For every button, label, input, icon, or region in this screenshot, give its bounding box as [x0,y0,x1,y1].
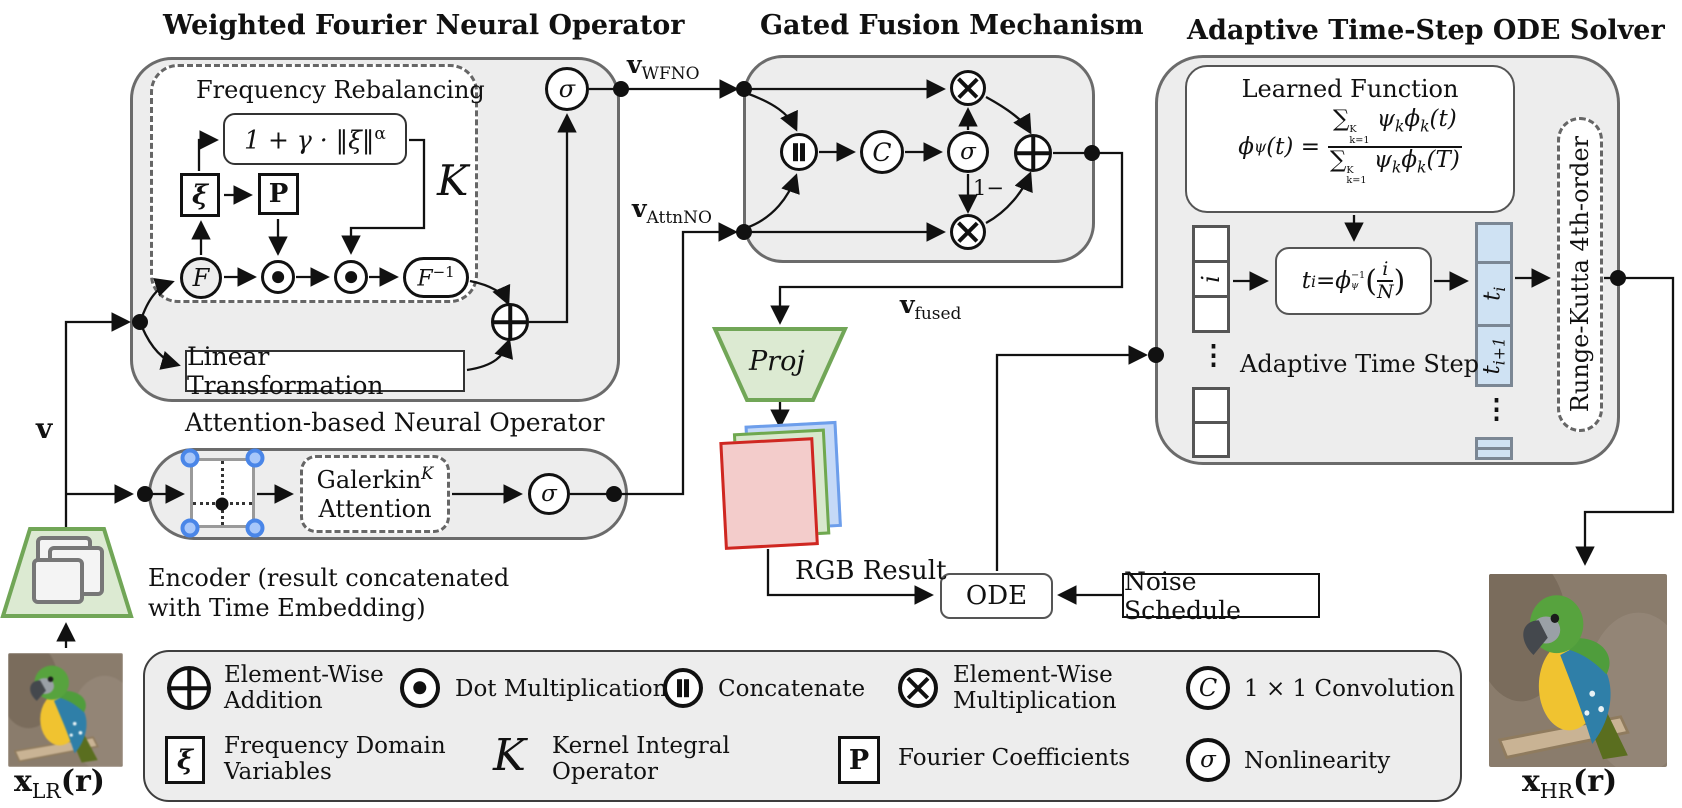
dot-multiplication-icon [334,260,368,294]
red-plane [719,437,819,550]
nonlinearity-icon: σ [528,473,570,515]
elementwise-addition-icon [1014,134,1052,172]
corner-dot-icon [245,448,265,468]
legend-label: Concatenate [718,676,866,702]
one-minus-label: 1− [973,176,1004,200]
concatenate-icon [780,133,818,171]
time-cell-stack-bottom [1475,437,1513,460]
legend-label: Nonlinearity [1244,748,1391,774]
runge-kutta-label: Runge-Kutta 4th-order [1566,136,1594,413]
sampling-grid [180,448,265,538]
galerkin-line2: Attention [318,495,432,523]
ode-solver-title: Adaptive Time-Step ODE Solver [1187,15,1665,46]
elementwise-multiplication-icon [950,214,986,250]
convolution-icon: C [1186,666,1230,710]
fourier-transform-icon: F [180,257,222,299]
elementwise-addition-icon [167,666,211,710]
elementwise-addition-icon [491,303,529,341]
xlr-image [8,653,123,767]
runge-kutta-box: Runge-Kutta 4th-order [1557,117,1603,432]
elementwise-multiplication-icon [950,70,986,106]
xlr-label: xLR(r) [14,764,105,803]
fusion-title: Gated Fusion Mechanism [760,10,1144,41]
nonlinearity-icon: σ [1186,738,1230,782]
galerkin-attention-box: GalerkinK Attention [300,455,450,533]
v-attnno-label: vAttnNO [632,194,712,228]
legend-label: Fourier Coefficients [898,745,1131,771]
corner-dot-icon [180,448,200,468]
elementwise-multiplication-icon [898,668,938,708]
noise-schedule-box: Noise Schedule [1122,567,1320,625]
attention-operator-title: Attention-based Neural Operator [185,408,605,437]
rgb-result-label: RGB Result [795,556,947,586]
nonlinearity-icon: σ [947,131,989,173]
concatenate-icon [663,668,703,708]
v-wfno-label: vWFNO [627,50,700,84]
ode-box: ODE [940,573,1053,619]
dot-multiplication-icon [400,668,440,708]
xhr-label: xHR(r) [1522,764,1618,803]
corner-dot-icon [180,518,200,538]
proj-trapezoid [711,327,849,402]
ti1-cell-label: ti+1 [1479,336,1509,375]
galerkin-line1: GalerkinK [316,464,434,495]
index-i-cell: i [1197,275,1225,283]
vertical-dots: ⋮ [1200,340,1227,371]
ti-cell-label: ti [1479,286,1509,302]
fourier-coefficients-box: P [258,173,299,215]
v-fused-label: vfused [900,290,962,324]
legend-label: 1 × 1 Convolution [1244,676,1455,702]
frequency-variables-icon: ξ [165,736,205,784]
conv-1x1-icon: C [860,130,904,174]
xhr-image [1489,574,1667,767]
index-cell-stack-bottom [1192,387,1230,458]
learned-function-title: Learned Function [1241,75,1459,103]
linear-transformation-box: Linear Transformation [185,342,465,400]
inverse-fourier-label: F−1 [417,263,455,292]
adaptive-time-step-label: Adaptive Time Step [1240,350,1480,378]
kernel-operator-icon: K [493,730,526,781]
proj-label: Proj [749,346,805,377]
time-cell-stack: ti ti+1 [1475,222,1513,387]
weight-formula-box: 1 + γ · ‖ξ‖α [223,113,407,165]
legend-box [143,650,1462,802]
weight-formula: 1 + γ · ‖ξ‖α [244,123,386,155]
kernel-operator-symbol: K [437,156,469,205]
grid-center-dot [215,497,229,511]
legend-label: Dot Multiplication [455,676,668,702]
frequency-rebalancing-title: Frequency Rebalancing [196,76,485,104]
encoder-trapezoid [0,527,134,618]
dot-multiplication-icon [261,260,295,294]
corner-dot-icon [245,518,265,538]
rgb-planes [709,420,851,563]
index-cell-stack: i [1192,225,1230,333]
xi-box: ξ [180,173,220,217]
grid-dotted-vertical [221,461,224,525]
nonlinearity-icon: σ [545,67,589,111]
fourier-coefficients-icon: P [838,736,880,784]
inverse-fourier-icon: F−1 [403,257,469,298]
v-label: v [36,412,53,445]
wfno-title: Weighted Fourier Neural Operator [163,10,685,41]
encoder-caption: Encoder (result concatenated with Time E… [148,564,510,622]
vertical-dots: ⋮ [1483,394,1510,425]
